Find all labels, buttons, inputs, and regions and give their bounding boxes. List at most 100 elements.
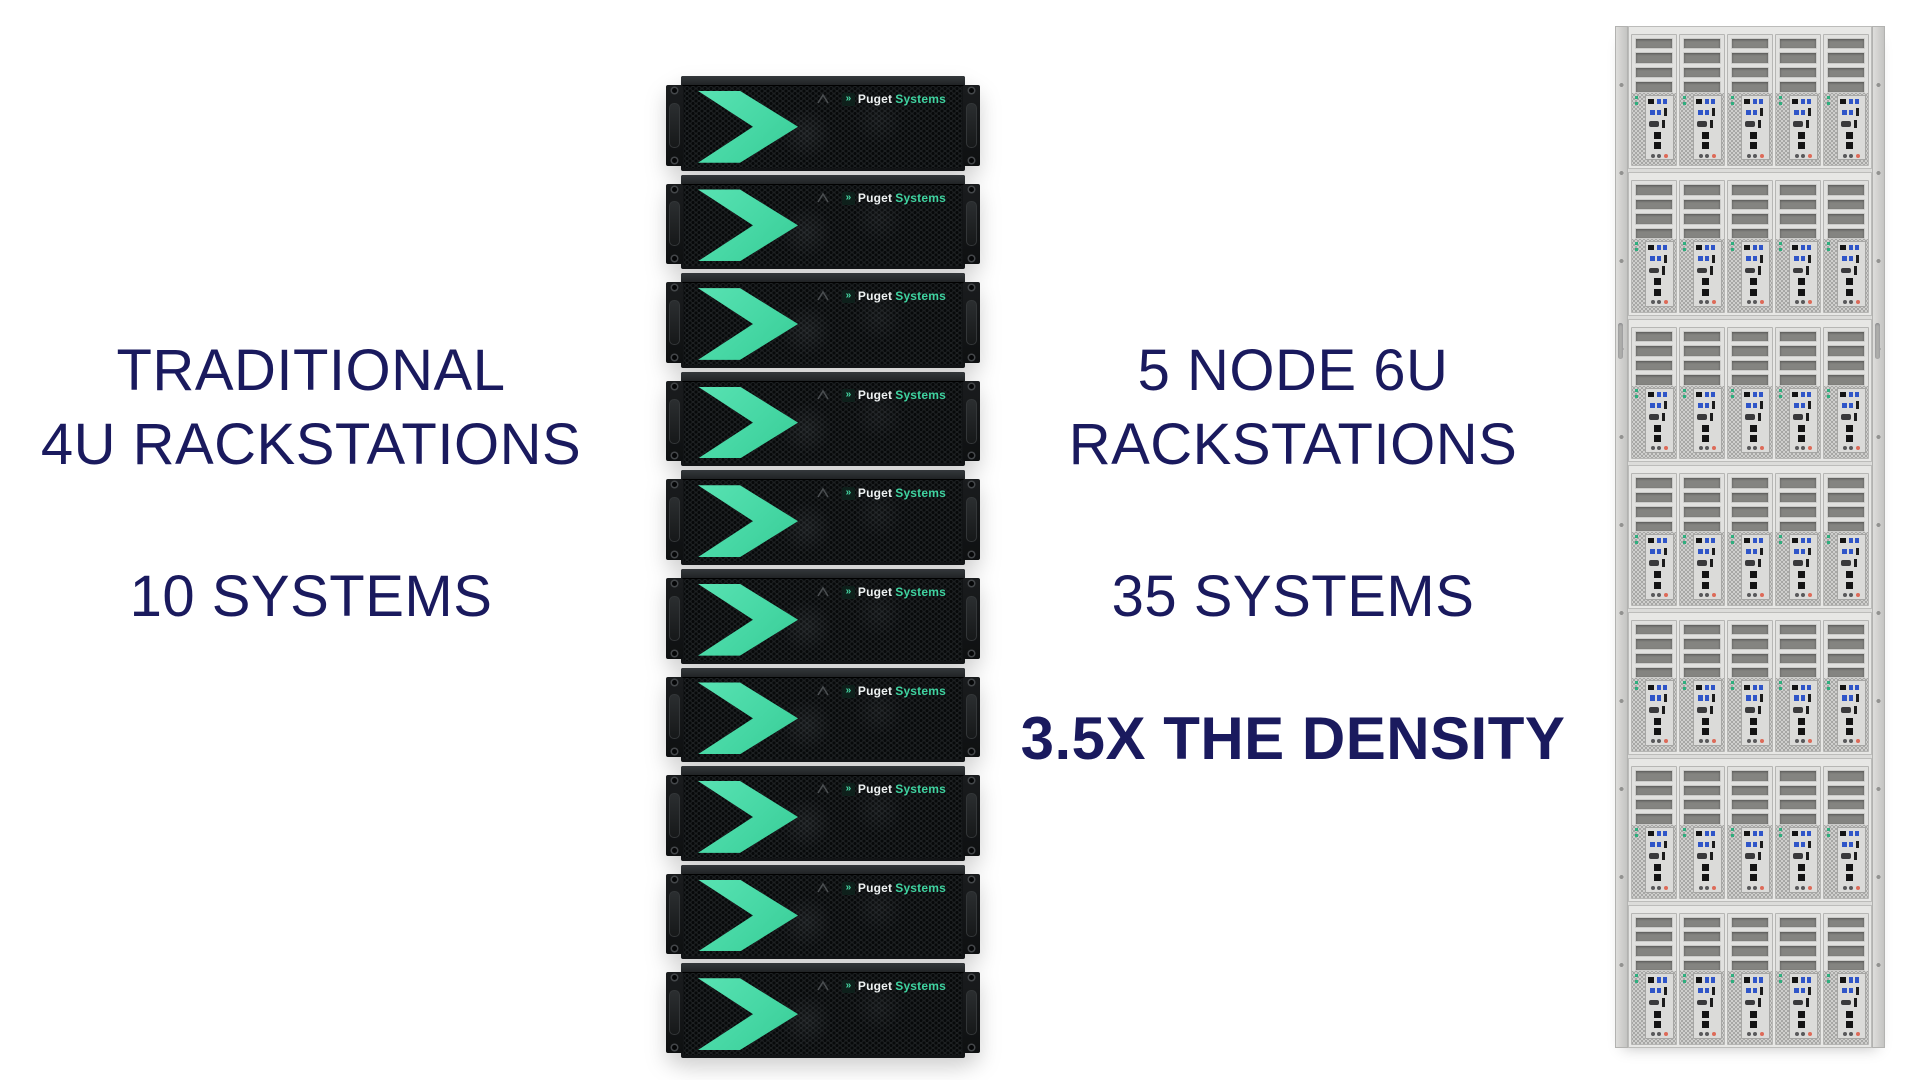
expansion-slot-covers bbox=[1632, 767, 1676, 825]
power-port bbox=[1648, 391, 1655, 397]
audio-jack bbox=[1705, 592, 1710, 597]
slot-vent bbox=[1635, 506, 1673, 518]
io-panel bbox=[1644, 973, 1674, 1039]
usb-port bbox=[1758, 977, 1764, 983]
left-title: TRADITIONAL 4U RACKSTATIONS bbox=[5, 334, 617, 482]
usb-port bbox=[1800, 109, 1806, 115]
node-lower-rear bbox=[1824, 678, 1868, 752]
power-port bbox=[1792, 245, 1799, 251]
audio-jack bbox=[1657, 885, 1662, 890]
chassis-front: » Puget Systems bbox=[681, 667, 965, 763]
display-port bbox=[1664, 694, 1667, 702]
usb-port bbox=[1842, 256, 1847, 262]
power-port bbox=[1792, 538, 1799, 544]
usb-port bbox=[1656, 977, 1662, 983]
display-port bbox=[1854, 852, 1857, 861]
usb-port bbox=[1704, 831, 1710, 837]
audio-jack bbox=[1753, 446, 1758, 451]
vga-port bbox=[1697, 853, 1708, 860]
display-port bbox=[1712, 694, 1715, 702]
slot-vent bbox=[1683, 916, 1721, 928]
lan-port bbox=[1845, 132, 1853, 140]
display-port bbox=[1806, 852, 1809, 861]
vga-port bbox=[1793, 560, 1804, 567]
slot-vent bbox=[1635, 227, 1673, 240]
rack-ear-right bbox=[963, 479, 980, 560]
slot-vent bbox=[1635, 477, 1673, 489]
slot-vent bbox=[1827, 638, 1865, 650]
display-port bbox=[1710, 559, 1713, 568]
usb-port bbox=[1710, 684, 1716, 690]
rack-handle bbox=[966, 497, 977, 543]
display-port bbox=[1758, 705, 1761, 714]
audio-jack-red bbox=[1807, 446, 1812, 451]
usb-port bbox=[1698, 549, 1703, 555]
logo-brand-text: Puget bbox=[857, 782, 893, 797]
power-port bbox=[1792, 977, 1799, 983]
slot-vent bbox=[1827, 945, 1865, 957]
io-panel bbox=[1692, 241, 1722, 307]
node-lower-rear bbox=[1824, 971, 1868, 1044]
slot-vent bbox=[1827, 798, 1865, 811]
lan-port bbox=[1701, 874, 1709, 882]
usb-port bbox=[1806, 98, 1812, 105]
slot-vent bbox=[1635, 959, 1673, 972]
node-lower-rear bbox=[1824, 824, 1868, 898]
lan-port bbox=[1653, 864, 1661, 872]
usb-port bbox=[1752, 684, 1758, 690]
usb-port bbox=[1758, 391, 1764, 397]
usb-port bbox=[1650, 841, 1655, 847]
slot-vent bbox=[1683, 930, 1721, 943]
node-system-rear bbox=[1631, 766, 1677, 899]
rack-handle bbox=[966, 299, 977, 346]
slot-vent bbox=[1779, 916, 1817, 928]
usb-port bbox=[1800, 684, 1806, 690]
display-port bbox=[1664, 987, 1667, 995]
slot-vent bbox=[1683, 184, 1721, 196]
power-port bbox=[1792, 98, 1799, 105]
logo-suffix-text: Systems bbox=[895, 190, 946, 205]
display-port bbox=[1808, 547, 1811, 556]
display-port bbox=[1854, 559, 1857, 568]
rack-handle bbox=[669, 595, 680, 641]
slot-vent bbox=[1827, 38, 1865, 50]
usb-port bbox=[1806, 684, 1812, 690]
lan-port bbox=[1845, 874, 1853, 882]
display-port bbox=[1662, 852, 1665, 861]
logo-brand-text: Puget bbox=[857, 683, 893, 698]
puget-chevron-icon bbox=[698, 386, 798, 459]
node-lower-rear bbox=[1824, 92, 1868, 166]
expansion-slot-covers bbox=[1632, 181, 1676, 240]
slot-vent bbox=[1635, 491, 1673, 504]
screw-icon bbox=[969, 88, 974, 93]
usb-port bbox=[1752, 256, 1758, 262]
screw-icon bbox=[969, 285, 974, 291]
puget-logo-icon: » bbox=[841, 290, 855, 304]
audio-jack bbox=[1705, 1032, 1710, 1037]
lan-port bbox=[1653, 571, 1661, 579]
node-system-rear bbox=[1823, 326, 1869, 460]
rack-6u-chassis-column bbox=[1628, 26, 1872, 1048]
audio-jack bbox=[1650, 885, 1655, 890]
slot-vent bbox=[1731, 798, 1769, 811]
puget-logo-icon: » bbox=[841, 783, 855, 797]
usb-port bbox=[1848, 684, 1854, 690]
audio-jack bbox=[1746, 299, 1751, 304]
slot-vent bbox=[1635, 930, 1673, 943]
slot-vent bbox=[1683, 491, 1721, 504]
power-port bbox=[1792, 831, 1799, 837]
expansion-slot-covers bbox=[1824, 181, 1868, 240]
vga-port bbox=[1649, 560, 1660, 567]
slot-vent bbox=[1683, 330, 1721, 343]
slot-vent bbox=[1683, 345, 1721, 357]
lan-port bbox=[1749, 864, 1757, 872]
chassis-front: » Puget Systems bbox=[681, 568, 965, 664]
usb-port bbox=[1704, 98, 1710, 105]
node-system-rear bbox=[1727, 619, 1773, 753]
logo-suffix-text: Systems bbox=[895, 979, 946, 994]
screw-icon bbox=[672, 749, 677, 755]
usb-port bbox=[1848, 98, 1854, 105]
slot-vent bbox=[1635, 770, 1673, 782]
usb-port bbox=[1704, 538, 1710, 544]
usb-port bbox=[1656, 988, 1662, 994]
